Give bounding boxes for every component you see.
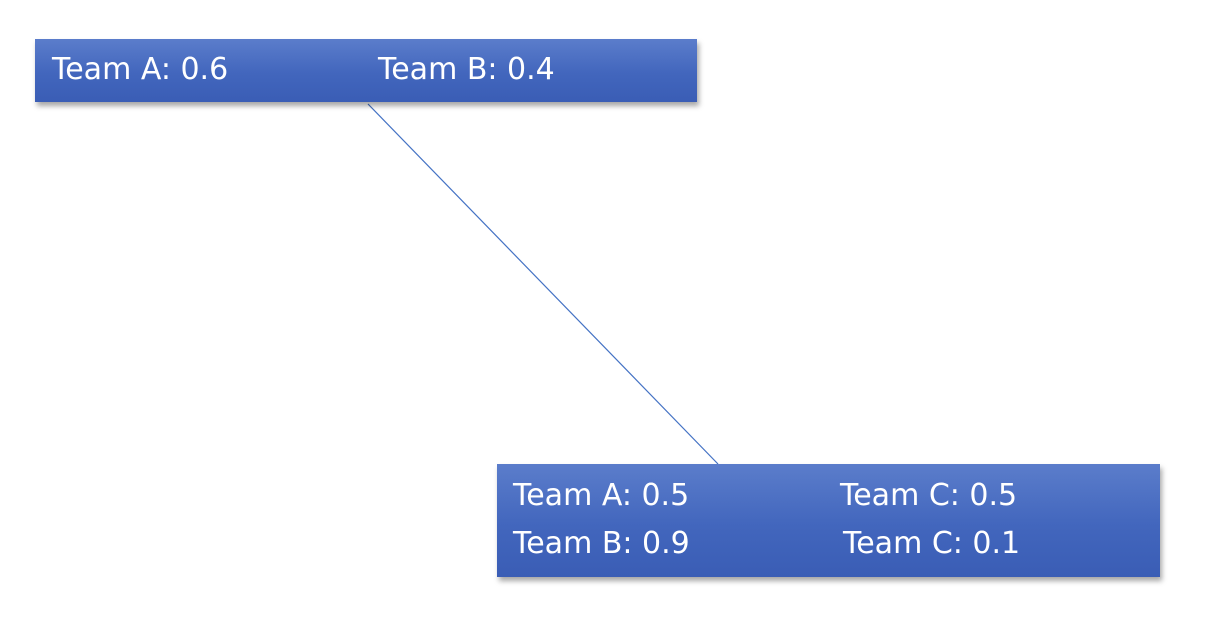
node-top-team-a-label: Team A: 0.6 [52,52,229,87]
node-bottom-row1-col2-label: Team C: 0.5 [840,478,1018,513]
node-top: Team A: 0.6 Team B: 0.4 [35,39,697,102]
node-bottom-row1-col1-label: Team A: 0.5 [513,478,690,513]
node-top-team-b-label: Team B: 0.4 [378,52,555,87]
node-bottom-row2-col1-label: Team B: 0.9 [513,526,690,561]
node-bottom: Team A: 0.5 Team C: 0.5 Team B: 0.9 Team… [497,464,1160,577]
node-bottom-row2-col2-label: Team C: 0.1 [843,526,1021,561]
connector-line [367,103,719,465]
